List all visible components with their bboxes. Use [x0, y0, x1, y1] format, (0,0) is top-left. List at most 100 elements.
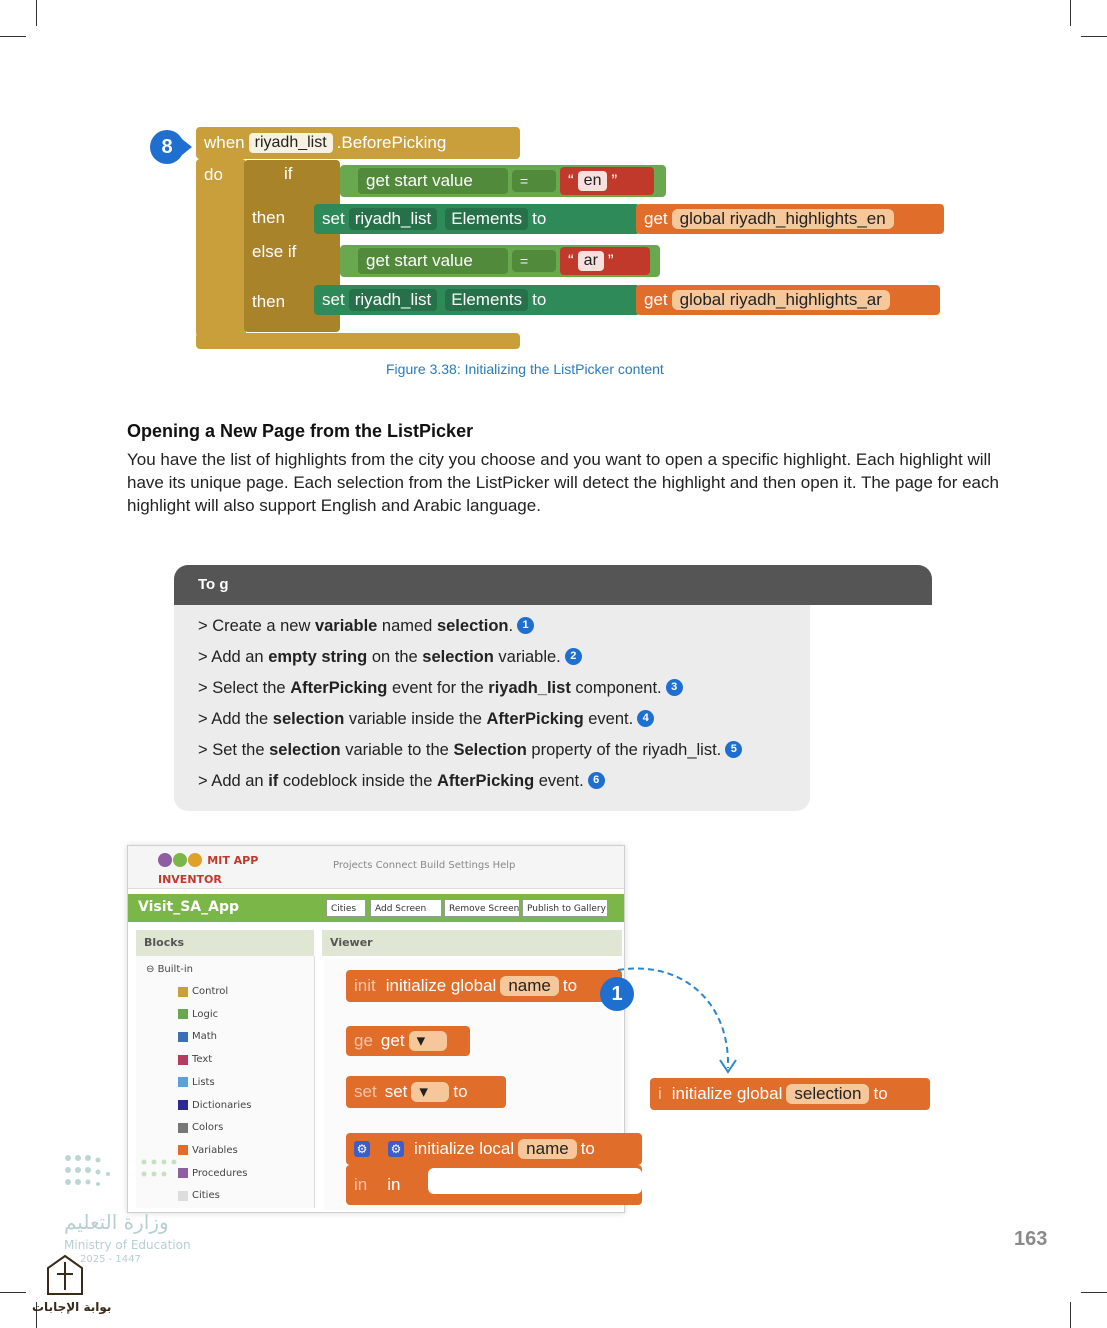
- task-header-title: To g: [198, 576, 229, 593]
- set-component-dropdown[interactable]: riyadh_list: [348, 289, 438, 311]
- init-global-label: initialize global: [671, 1084, 783, 1103]
- init-global-selection-block[interactable]: i initialize global selection to: [650, 1078, 930, 1110]
- step-text: component.: [570, 679, 662, 697]
- init-label: init: [354, 976, 376, 995]
- local-name-field[interactable]: name: [518, 1139, 577, 1159]
- event-footer: [196, 333, 520, 349]
- step-keyword: AfterPicking: [486, 710, 584, 728]
- tree-item-label: Colors: [192, 1122, 224, 1134]
- step-text: > Add the: [198, 710, 273, 728]
- tree-item-control[interactable]: Control: [178, 986, 228, 997]
- task-step: > Create a new variable named selection.…: [198, 617, 535, 636]
- init-local-drawer-block[interactable]: ⚙ ⚙ initialize local name to: [346, 1133, 642, 1165]
- to-label: to: [580, 1139, 595, 1158]
- tree-item-label: Dictionaries: [192, 1099, 252, 1111]
- step-keyword: if: [268, 772, 279, 790]
- step-number-badge: 5: [725, 741, 743, 758]
- step-number-badge: 2: [564, 648, 582, 665]
- task-body: [174, 605, 810, 811]
- step-text: codeblock inside the: [278, 772, 437, 790]
- elements-dropdown[interactable]: Elements: [445, 208, 529, 230]
- ministry-logo-dots: [64, 1152, 184, 1192]
- get-label: get: [380, 1031, 405, 1050]
- init-global-label: initialize global: [385, 976, 497, 995]
- tree-item-variables[interactable]: Variables: [178, 1145, 238, 1156]
- init-local-label: initialize local: [414, 1139, 515, 1158]
- equals-op-1[interactable]: =: [512, 170, 556, 192]
- set-label: set: [322, 290, 345, 309]
- global-ar-dropdown[interactable]: global riyadh_highlights_ar: [671, 290, 890, 310]
- equals-op-2[interactable]: =: [512, 250, 556, 272]
- elements-dropdown[interactable]: Elements: [445, 289, 529, 311]
- tree-item-math[interactable]: Math: [178, 1031, 217, 1042]
- step-number-badge: 1: [517, 617, 535, 634]
- add-screen-button[interactable]: Add Screen: [370, 899, 442, 917]
- set-elements-block-en[interactable]: set riyadh_list Elements to: [314, 204, 640, 234]
- step-text: variable.: [493, 648, 561, 666]
- tree-item-procedures[interactable]: Procedures: [178, 1168, 247, 1179]
- tree-item-colors[interactable]: Colors: [178, 1122, 223, 1133]
- figure-caption: Figure 3.38: Initializing the ListPicker…: [386, 361, 664, 377]
- tree-item-label: Cities: [192, 1190, 220, 1202]
- text-en-block[interactable]: “en”: [560, 167, 654, 195]
- get-global-ar[interactable]: get global riyadh_highlights_ar: [636, 285, 940, 315]
- step-text: .: [508, 617, 514, 635]
- viewer-panel-header: Viewer: [322, 930, 622, 956]
- tree-item-label: Variables: [192, 1144, 238, 1156]
- task-step: > Set the selection variable to the Sele…: [198, 741, 743, 760]
- step-text: > Add an: [198, 772, 269, 790]
- get-drawer-block[interactable]: ge get ▾: [346, 1026, 470, 1056]
- get-dropdown[interactable]: ▾: [408, 1031, 447, 1051]
- get-label: get: [644, 209, 668, 228]
- mit-logo: MIT APP INVENTOR: [158, 852, 268, 886]
- step-text: > Set the: [198, 741, 270, 759]
- ide-menu[interactable]: Projects Connect Build Settings Help: [333, 860, 516, 871]
- component-dropdown[interactable]: riyadh_list: [248, 133, 333, 153]
- when-event-block[interactable]: when riyadh_list .BeforePicking: [196, 127, 520, 159]
- builtin-node[interactable]: ⊖ Built-in: [146, 964, 193, 975]
- set-dropdown[interactable]: ▾: [411, 1082, 450, 1102]
- step-text: variable to the: [340, 741, 454, 759]
- logo-text: MIT APP INVENTOR: [158, 854, 259, 886]
- step-keyword: riyadh_list: [488, 679, 571, 697]
- category-swatch-icon: [178, 1145, 188, 1156]
- then-label-2: then: [252, 292, 286, 311]
- set-component-dropdown[interactable]: riyadh_list: [348, 208, 438, 230]
- get-start-value-1[interactable]: get start value: [358, 168, 508, 194]
- selection-name-field[interactable]: selection: [786, 1084, 870, 1104]
- brand-logo-icon: [47, 1254, 83, 1295]
- in-label: in: [387, 1175, 401, 1194]
- ministry-name-en: Ministry of Education: [64, 1238, 191, 1252]
- step-text: named: [377, 617, 437, 635]
- category-swatch-icon: [178, 1168, 188, 1179]
- name-field[interactable]: name: [500, 976, 559, 996]
- tree-item-lists[interactable]: Lists: [178, 1077, 215, 1088]
- task-box: To g > Create a new variable named selec…: [174, 565, 932, 811]
- step-number-badge: 6: [587, 772, 605, 789]
- crop-mark: [36, 0, 37, 26]
- get-start-value-label: get start value: [366, 171, 473, 190]
- remove-screen-button[interactable]: Remove Screen: [444, 899, 520, 917]
- tree-item-logic[interactable]: Logic: [178, 1009, 218, 1020]
- get-global-en[interactable]: get global riyadh_highlights_en: [636, 204, 944, 234]
- set-drawer-block[interactable]: set set ▾ to: [346, 1076, 506, 1108]
- category-swatch-icon: [178, 1031, 188, 1042]
- step-text: event.: [534, 772, 584, 790]
- init-global-drawer-block[interactable]: init initialize global name to: [346, 970, 622, 1002]
- text-en-value[interactable]: en: [577, 171, 608, 191]
- text-ar-value[interactable]: ar: [577, 251, 604, 271]
- step-keyword: AfterPicking: [290, 679, 388, 697]
- tree-item-cities[interactable]: Cities: [178, 1190, 220, 1201]
- dashed-arrow: [617, 967, 737, 1074]
- get-start-value-2[interactable]: get start value: [358, 248, 508, 274]
- tree-item-dictionaries[interactable]: Dictionaries: [178, 1100, 252, 1111]
- global-en-dropdown[interactable]: global riyadh_highlights_en: [671, 209, 894, 229]
- gear-icon[interactable]: ⚙: [388, 1141, 404, 1157]
- screen-select[interactable]: Cities: [326, 899, 366, 917]
- tree-item-text[interactable]: Text: [178, 1054, 212, 1065]
- publish-button[interactable]: Publish to Gallery: [522, 899, 608, 917]
- text-ar-block[interactable]: “ar”: [560, 247, 650, 275]
- gear-icon[interactable]: ⚙: [354, 1141, 370, 1157]
- set-elements-block-ar[interactable]: set riyadh_list Elements to: [314, 285, 640, 315]
